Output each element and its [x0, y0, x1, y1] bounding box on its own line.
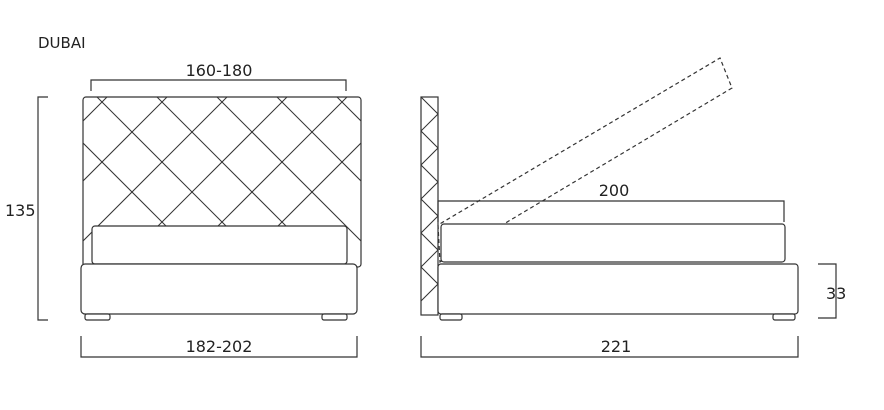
overall-length-label: 221	[601, 337, 632, 356]
overall-width-dimension: 182-202	[80, 336, 358, 358]
base-height-label: 33	[826, 284, 846, 303]
mattress-length-dimension: 200	[437, 181, 785, 222]
front-foot-right	[321, 313, 348, 321]
side-view: 200 221 33	[420, 57, 846, 358]
model-title: DUBAI	[38, 34, 86, 52]
front-foot-left	[84, 313, 111, 321]
base-height-dimension: 33	[818, 263, 846, 319]
side-mattress	[440, 223, 786, 263]
front-view: 160-180 135 182-202	[5, 61, 362, 358]
height-dimension: 135	[5, 96, 48, 321]
front-base	[80, 263, 358, 315]
front-mattress	[91, 225, 348, 265]
headboard-width-dimension: 160-180	[90, 61, 347, 91]
overall-width-label: 182-202	[186, 337, 253, 356]
height-label: 135	[5, 201, 36, 220]
overall-length-dimension: 221	[420, 336, 799, 358]
lifted-mattress-outline	[437, 57, 733, 264]
side-foot-left	[439, 313, 463, 321]
side-headboard	[420, 96, 439, 316]
headboard-width-label: 160-180	[186, 61, 253, 80]
side-foot-right	[772, 313, 796, 321]
mattress-length-label: 200	[599, 181, 630, 200]
front-headboard	[82, 96, 362, 268]
side-base	[437, 263, 799, 315]
